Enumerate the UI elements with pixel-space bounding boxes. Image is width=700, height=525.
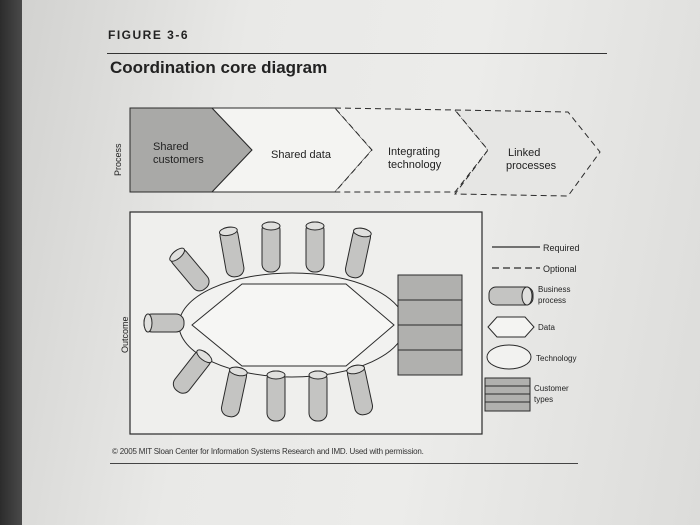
figure-title: Coordination core diagram — [110, 58, 328, 77]
legend-customer-types-icon — [484, 377, 531, 412]
business-process-cylinder — [305, 221, 325, 273]
process-step-4-line-1: Linked — [508, 147, 540, 159]
legend-optional-label: Optional — [543, 264, 577, 274]
outcome-side-label: Outcome — [120, 316, 130, 353]
legend-technology-label: Technology — [536, 354, 576, 363]
legend-customer-types-line-2: types — [534, 395, 553, 404]
legend-business-process-icon — [488, 286, 534, 306]
process-step-1-line-1: Shared — [153, 141, 188, 153]
bottom-rule — [110, 463, 578, 464]
business-process-cylinder — [346, 364, 374, 416]
process-step-4-line-2: processes — [506, 160, 557, 172]
customer-types-stack — [397, 274, 463, 376]
data-hexagon — [191, 283, 395, 367]
figure-label: FIGURE 3-6 — [108, 28, 190, 42]
process-side-label: Process — [113, 143, 123, 176]
process-step-2-line-1: Shared data — [271, 149, 332, 161]
business-process-cylinder — [220, 366, 248, 418]
process-step-3-line-2: technology — [388, 159, 442, 171]
business-process-cylinder — [344, 227, 372, 279]
legend-customer-types-line-1: Customer — [534, 384, 569, 393]
top-rule — [107, 53, 607, 54]
page-edge — [0, 0, 22, 525]
business-process-cylinder — [172, 349, 213, 394]
business-process-cylinder — [261, 221, 281, 273]
legend-business-process-line-2: process — [538, 296, 566, 305]
business-process-cylinder — [218, 226, 245, 278]
business-process-cylinder — [143, 313, 185, 333]
copyright-credit: © 2005 MIT Sloan Center for Information … — [112, 447, 424, 456]
legend-required-label: Required — [543, 243, 580, 253]
business-process-cylinder — [308, 370, 328, 422]
process-step-3-line-1: Integrating — [388, 146, 440, 158]
legend-technology-icon — [486, 344, 532, 370]
process-step-1-line-2: customers — [153, 154, 204, 166]
business-process-cylinder — [169, 247, 210, 292]
business-process-cylinder — [266, 370, 286, 422]
process-step-linked-processes — [453, 109, 601, 197]
legend-data-label: Data — [538, 323, 555, 332]
legend-business-process-line-1: Business — [538, 285, 570, 294]
legend-data-icon — [487, 316, 535, 338]
